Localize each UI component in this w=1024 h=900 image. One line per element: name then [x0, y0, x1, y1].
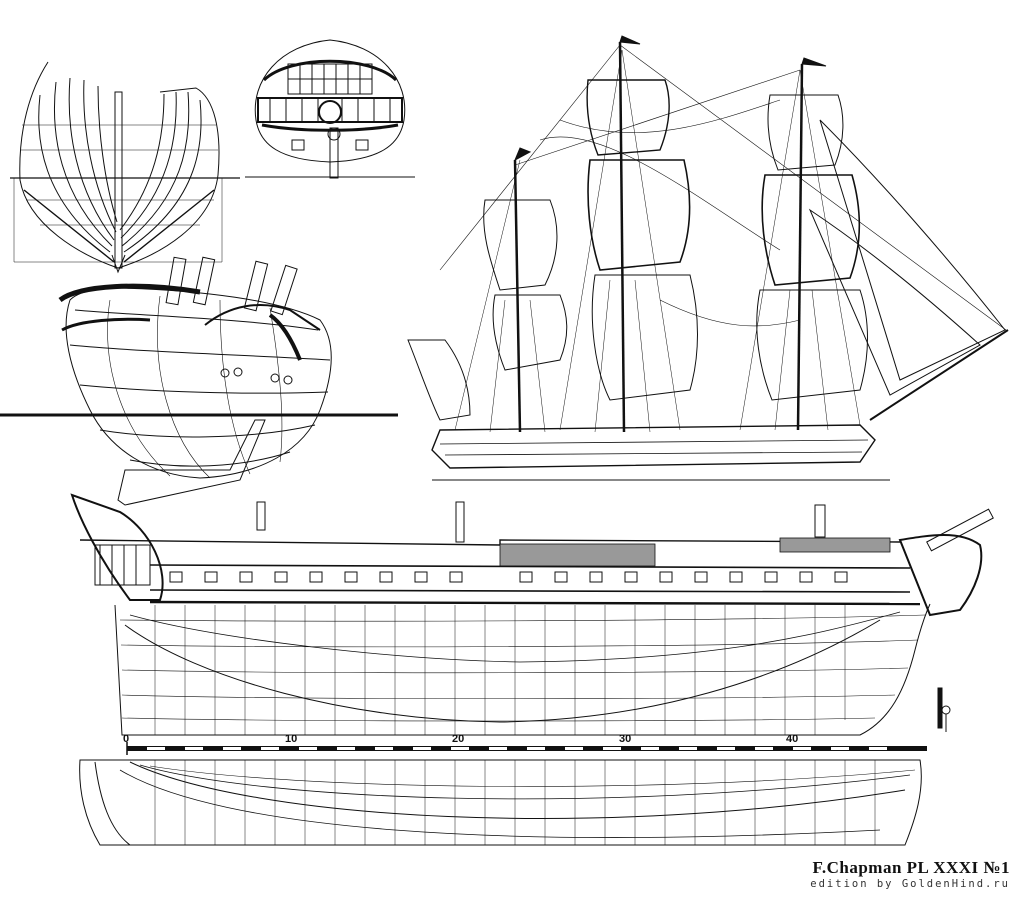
- scale-label-10: 10: [285, 733, 298, 745]
- scale-label-40: 40: [786, 733, 799, 745]
- stern-view: [245, 39, 415, 179]
- scale-label-30: 30: [619, 733, 632, 745]
- body-plan: [10, 61, 240, 274]
- scale-label-0: 0: [123, 733, 130, 745]
- half-breadth-plan: [79, 759, 922, 846]
- edition-credit: edition by GoldenHind.ru: [810, 878, 1010, 890]
- plate-title: F.Chapman PL XXXI №1: [812, 858, 1010, 877]
- sheer-plan-profile: [70, 493, 994, 736]
- scale-label-20: 20: [452, 733, 465, 745]
- perspective-bow-view: [0, 256, 398, 506]
- rigged-ship-profile: [407, 35, 1009, 481]
- scale-bar: [126, 742, 927, 755]
